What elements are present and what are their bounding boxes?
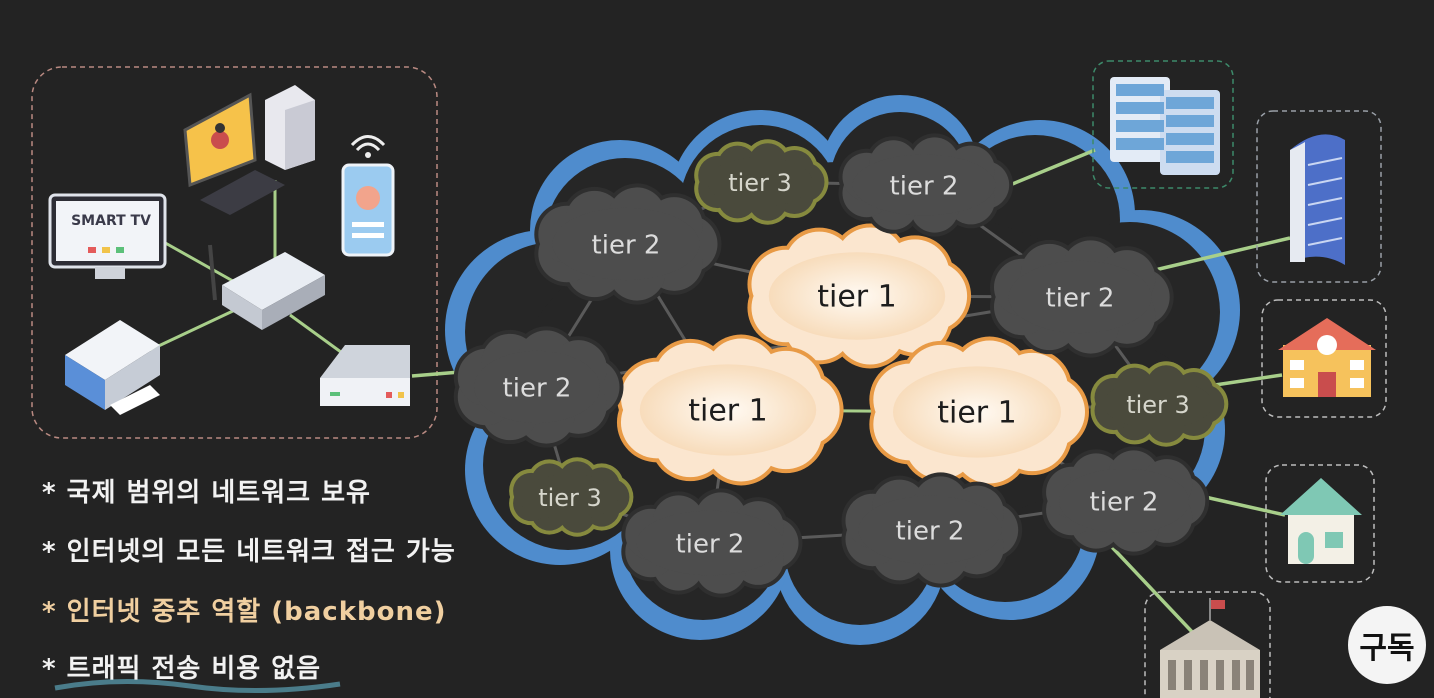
- smart-tv-label: SMART TV: [71, 213, 151, 229]
- access-link: [1204, 495, 1286, 517]
- tier3-label: tier 3: [1126, 391, 1190, 419]
- access-link: [1214, 373, 1283, 387]
- tier1-label: tier 1: [688, 394, 768, 429]
- office-building-icon: [1290, 134, 1345, 265]
- tier1-cloud: tier 1: [869, 336, 1089, 488]
- tier3-label: tier 3: [728, 169, 792, 197]
- government-box: [1144, 591, 1271, 698]
- datacenter-box: [1092, 60, 1234, 189]
- feature-item-highlight: * 인터넷 중추 역할 (backbone): [42, 597, 447, 627]
- tier2-cloud: tier 2: [838, 133, 1014, 237]
- external-links: [411, 148, 1291, 637]
- access-link: [1108, 543, 1197, 637]
- tier1-cloud: tier 1: [747, 223, 972, 369]
- access-link: [1154, 236, 1291, 272]
- tier1-label: tier 1: [817, 280, 897, 315]
- feature-item: * 인터넷의 모든 네트워크 접근 가능: [42, 537, 456, 567]
- tier2-cloud: tier 2: [1042, 446, 1210, 556]
- feature-item: * 트래픽 전송 비용 없음: [42, 654, 322, 684]
- smart-tv-icon: [48, 193, 167, 279]
- tier2-cloud: tier 2: [989, 236, 1174, 358]
- tier2-label: tier 2: [1046, 284, 1115, 314]
- tier2-label: tier 2: [1090, 488, 1159, 518]
- tier2-cloud: tier 2: [534, 183, 722, 305]
- school-icon: [1278, 318, 1376, 397]
- tier2-label: tier 2: [896, 517, 965, 547]
- decorative-underline: [54, 678, 341, 694]
- tier1-label: tier 1: [937, 396, 1017, 431]
- tier2-label: tier 2: [676, 530, 745, 560]
- school-box: [1261, 299, 1387, 418]
- tier3-cloud: tier 3: [694, 139, 829, 225]
- smartphone-icon: [341, 135, 395, 257]
- tier3-cloud: tier 3: [1090, 361, 1229, 447]
- house-icon: [1280, 478, 1362, 564]
- tier-clouds: tier 1 tier 1 tier 1 tier 2 tier 2 tier 2 tier…: [453, 133, 1229, 598]
- lan-links: [149, 180, 346, 357]
- desktop-computer-icon: [183, 85, 315, 215]
- tier2-cloud: tier 2: [453, 326, 624, 448]
- printer-icon: [65, 320, 160, 415]
- government-building-icon: [1160, 598, 1260, 698]
- access-link: [1009, 148, 1096, 187]
- tier2-label: tier 2: [890, 172, 959, 202]
- house-box: [1265, 464, 1375, 583]
- lan-group-box: [31, 66, 438, 439]
- tier2-label: tier 2: [592, 231, 661, 261]
- tier3-cloud: tier 3: [509, 457, 634, 537]
- access-link: [411, 370, 461, 378]
- server-rack-icon: [1110, 77, 1220, 175]
- subscribe-button[interactable]: 구독: [1348, 606, 1426, 684]
- modem-icon: [320, 345, 410, 406]
- office-box: [1256, 110, 1382, 283]
- router-icon: [208, 244, 325, 330]
- tier2-label: tier 2: [503, 374, 572, 404]
- tier2-cloud: tier 2: [621, 488, 803, 598]
- tier1-cloud: tier 1: [616, 334, 844, 486]
- tier2-cloud: tier 2: [841, 472, 1023, 588]
- tier3-label: tier 3: [538, 484, 602, 512]
- feature-item: * 국제 범위의 네트워크 보유: [42, 478, 371, 508]
